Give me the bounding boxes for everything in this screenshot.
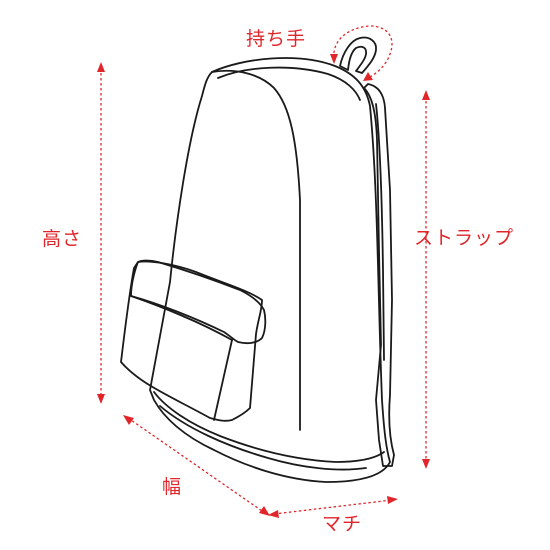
backpack-drawing — [120, 36, 395, 483]
depth-dimension-line — [273, 499, 393, 515]
pocket-flap-edge — [130, 295, 233, 341]
backpack-body — [149, 57, 391, 483]
height-label: 高さ — [42, 228, 83, 250]
pocket-side-seam — [213, 339, 233, 421]
depth-arrow-right — [387, 496, 398, 504]
strap-outline — [363, 83, 395, 467]
depth-arrow-left — [268, 510, 279, 518]
strap-inner-line — [375, 103, 385, 361]
height-arrow-bottom — [97, 394, 105, 404]
base-bottom-line — [159, 405, 367, 471]
handle-outline — [339, 36, 377, 74]
annotations — [100, 25, 427, 515]
strap-arrow-top — [422, 90, 430, 100]
body-top-seam — [211, 69, 301, 431]
strap-label: ストラップ — [414, 227, 515, 249]
depth-label: マチ — [322, 513, 363, 535]
handle-arrow-right — [363, 72, 373, 81]
width-label: 幅 — [162, 476, 183, 498]
width-arrow-right — [259, 506, 270, 516]
strap-arrow-bottom — [422, 459, 430, 469]
arrowheads — [97, 54, 430, 518]
handle-arrow-left — [330, 54, 338, 64]
handle-label: 持ち手 — [246, 28, 307, 50]
width-dimension-line — [127, 417, 266, 514]
width-arrow-left — [123, 415, 134, 425]
handle-dimension-arc — [333, 25, 393, 79]
height-arrow-top — [97, 62, 105, 72]
front-pocket — [120, 260, 263, 422]
pocket-flap — [130, 259, 267, 345]
base-seam — [153, 391, 385, 463]
body-top-inner-edge — [217, 66, 361, 101]
